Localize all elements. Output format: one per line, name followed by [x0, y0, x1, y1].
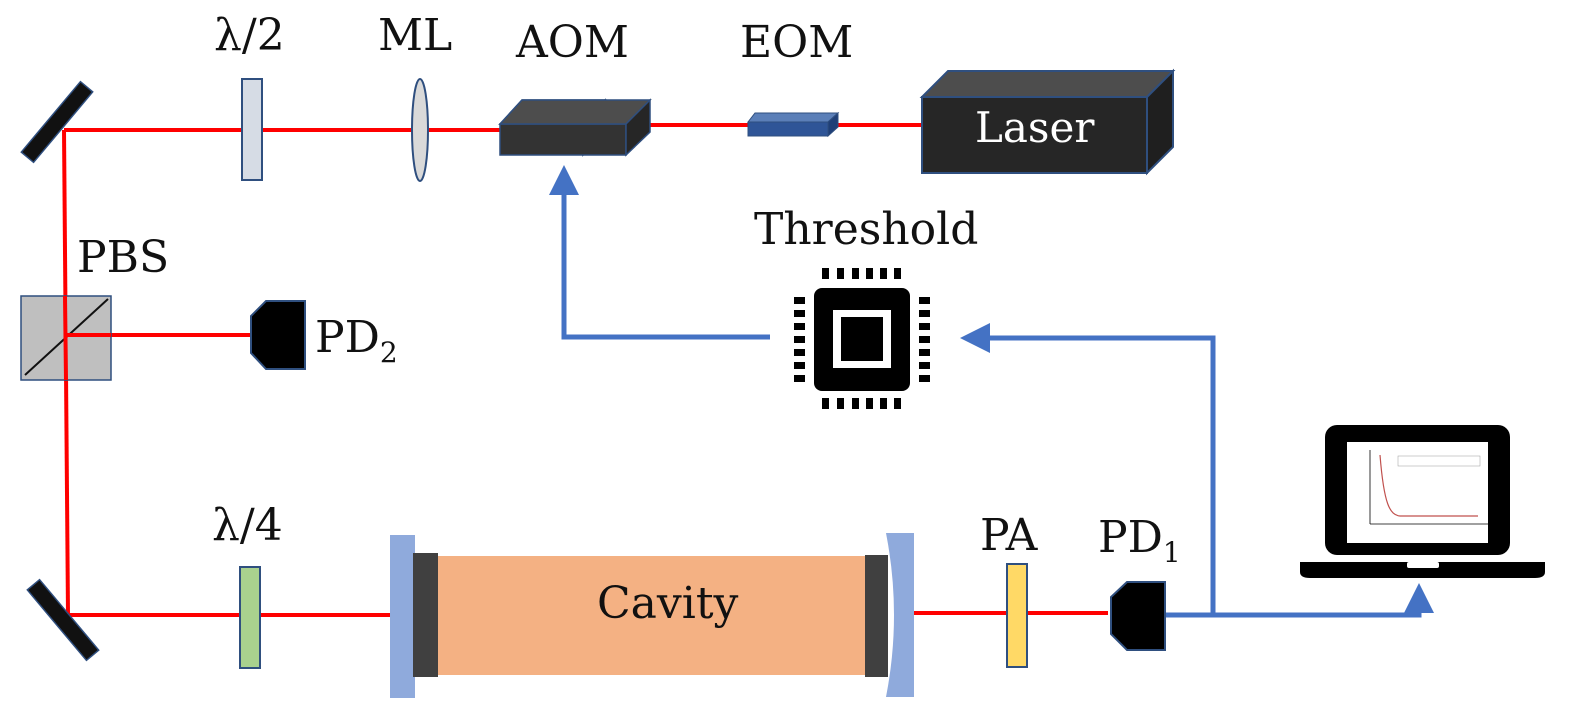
threshold-chip-icon: [794, 268, 930, 409]
pd2-label: PD2: [315, 312, 398, 369]
polarizer-pa: [1006, 563, 1028, 668]
beam-through-pbs: [63, 295, 68, 381]
screen-decay-plot: [1369, 450, 1488, 525]
computer-laptop-icon: [1300, 425, 1545, 578]
signal-pd1-to-threshold: [960, 323, 1216, 613]
mirror-top-left: [20, 80, 94, 164]
photodetector-pd1: [1110, 581, 1166, 651]
pa-label: PA: [980, 510, 1039, 561]
halfwave-plate-label: λ/2: [214, 10, 285, 61]
quarterwave-plate-label: λ/4: [212, 500, 283, 551]
mirror-bottom-left: [26, 578, 100, 662]
signal-threshold-to-aom: [549, 165, 770, 340]
optical-cavity: [390, 533, 914, 698]
aom-label: AOM: [515, 17, 629, 68]
pd1-label: PD1: [1098, 512, 1181, 569]
signal-path: [549, 165, 1434, 618]
lens-ml: [411, 78, 429, 182]
signal-pd1-to-computer: [1160, 583, 1434, 618]
laser-device: [919, 68, 1176, 176]
laser-label: Laser: [975, 103, 1095, 152]
pbs-label: PBS: [77, 232, 169, 283]
eom-label: EOM: [740, 17, 853, 68]
aom-device: [498, 98, 652, 157]
cavity-label: Cavity: [597, 578, 739, 629]
photodetector-pd2: [250, 300, 306, 370]
halfwave-plate: [241, 78, 263, 181]
eom-device: [746, 111, 840, 138]
quarterwave-plate: [239, 566, 261, 669]
lens-label: ML: [378, 10, 452, 61]
threshold-label: Threshold: [754, 204, 978, 255]
